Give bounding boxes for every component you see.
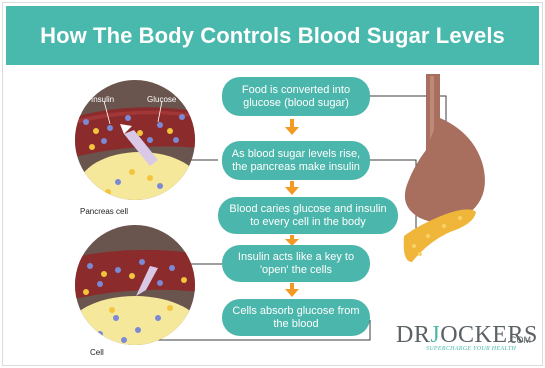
glucose-label: Glucose [147,95,176,104]
step-blood-carries: Blood caries glucose and insulin to ever… [218,197,398,234]
stomach-pancreas-illustration [404,72,485,262]
step-pancreas-insulin: As blood sugar levels rise, the pancreas… [222,141,370,180]
cell-label: Cell [90,348,104,357]
pancreas-cell-label: Pancreas cell [80,207,128,216]
body-cell-illustration [67,220,203,368]
arrow-1 [285,119,299,135]
insulin-label: Insulin [91,95,114,104]
pancreas-cell-illustration [70,75,202,224]
logo-domain: .COM [508,335,532,345]
drjockers-logo: DRJOCKERS .COM SUPERCHARGE YOUR HEALTH [396,322,531,354]
arrow-2 [285,181,299,195]
step-cells-absorb: Cells absorb glucose from the blood [222,299,370,336]
logo-tagline: SUPERCHARGE YOUR HEALTH [426,346,516,352]
step-insulin-key: Insulin acts like a key to 'open' the ce… [222,245,370,282]
arrow-4 [285,283,299,297]
step-food-converted: Food is converted into glucose (blood su… [222,77,370,116]
